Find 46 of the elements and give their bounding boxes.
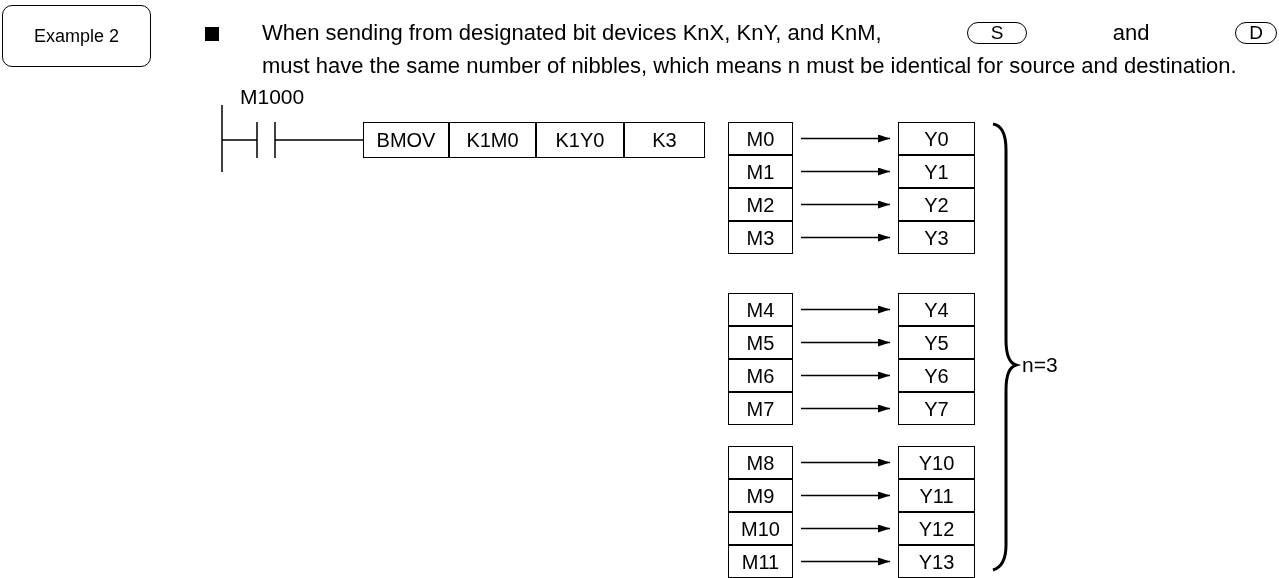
instruction-cell: K3 <box>624 122 705 158</box>
device-cell: M8 <box>728 446 793 479</box>
device-cell: M6 <box>728 359 793 392</box>
device-cell: Y4 <box>898 293 975 326</box>
device-cell: Y1 <box>898 155 975 188</box>
device-cell: M11 <box>728 545 793 578</box>
arrow <box>800 134 891 143</box>
device-cell: M10 <box>728 512 793 545</box>
device-cell: Y0 <box>898 122 975 155</box>
instruction-cell: K1Y0 <box>536 122 624 158</box>
instruction-text: must have the same number of nibbles, which means n must be identical for source and destination. <box>262 52 1238 80</box>
arrow <box>800 200 891 209</box>
device-cell: M5 <box>728 326 793 359</box>
example-tag: Example 2 <box>2 5 151 67</box>
contact-label: M1000 <box>240 86 305 107</box>
arrow <box>800 371 891 380</box>
device-cell: Y7 <box>898 392 975 425</box>
arrow <box>800 305 891 314</box>
device-cell: Y2 <box>898 188 975 221</box>
arrow <box>800 524 891 533</box>
nibble-count-label: n=3 <box>1022 354 1058 375</box>
device-cell: M1 <box>728 155 793 188</box>
instruction-cell: K1M0 <box>449 122 536 158</box>
arrow <box>800 338 891 347</box>
device-cell: M2 <box>728 188 793 221</box>
arrow <box>800 233 891 242</box>
arrow <box>800 491 891 500</box>
device-cell: Y11 <box>898 479 975 512</box>
device-cell: Y13 <box>898 545 975 578</box>
device-cell: Y5 <box>898 326 975 359</box>
device-cell: Y12 <box>898 512 975 545</box>
device-cell: M4 <box>728 293 793 326</box>
device-cell: Y6 <box>898 359 975 392</box>
arrow <box>800 557 891 566</box>
instruction-text: and <box>1112 19 1150 47</box>
arrow <box>800 404 891 413</box>
device-cell: M9 <box>728 479 793 512</box>
instruction-cell: BMOV <box>363 122 449 158</box>
instruction-text: When sending from designated bit devices KnX, KnY, and KnM, <box>262 19 882 47</box>
device-cell: Y10 <box>898 446 975 479</box>
device-cell: M7 <box>728 392 793 425</box>
device-cell: M0 <box>728 122 793 155</box>
device-cell: Y3 <box>898 221 975 254</box>
device-cell: M3 <box>728 221 793 254</box>
arrow <box>800 167 891 176</box>
arrow <box>800 458 891 467</box>
